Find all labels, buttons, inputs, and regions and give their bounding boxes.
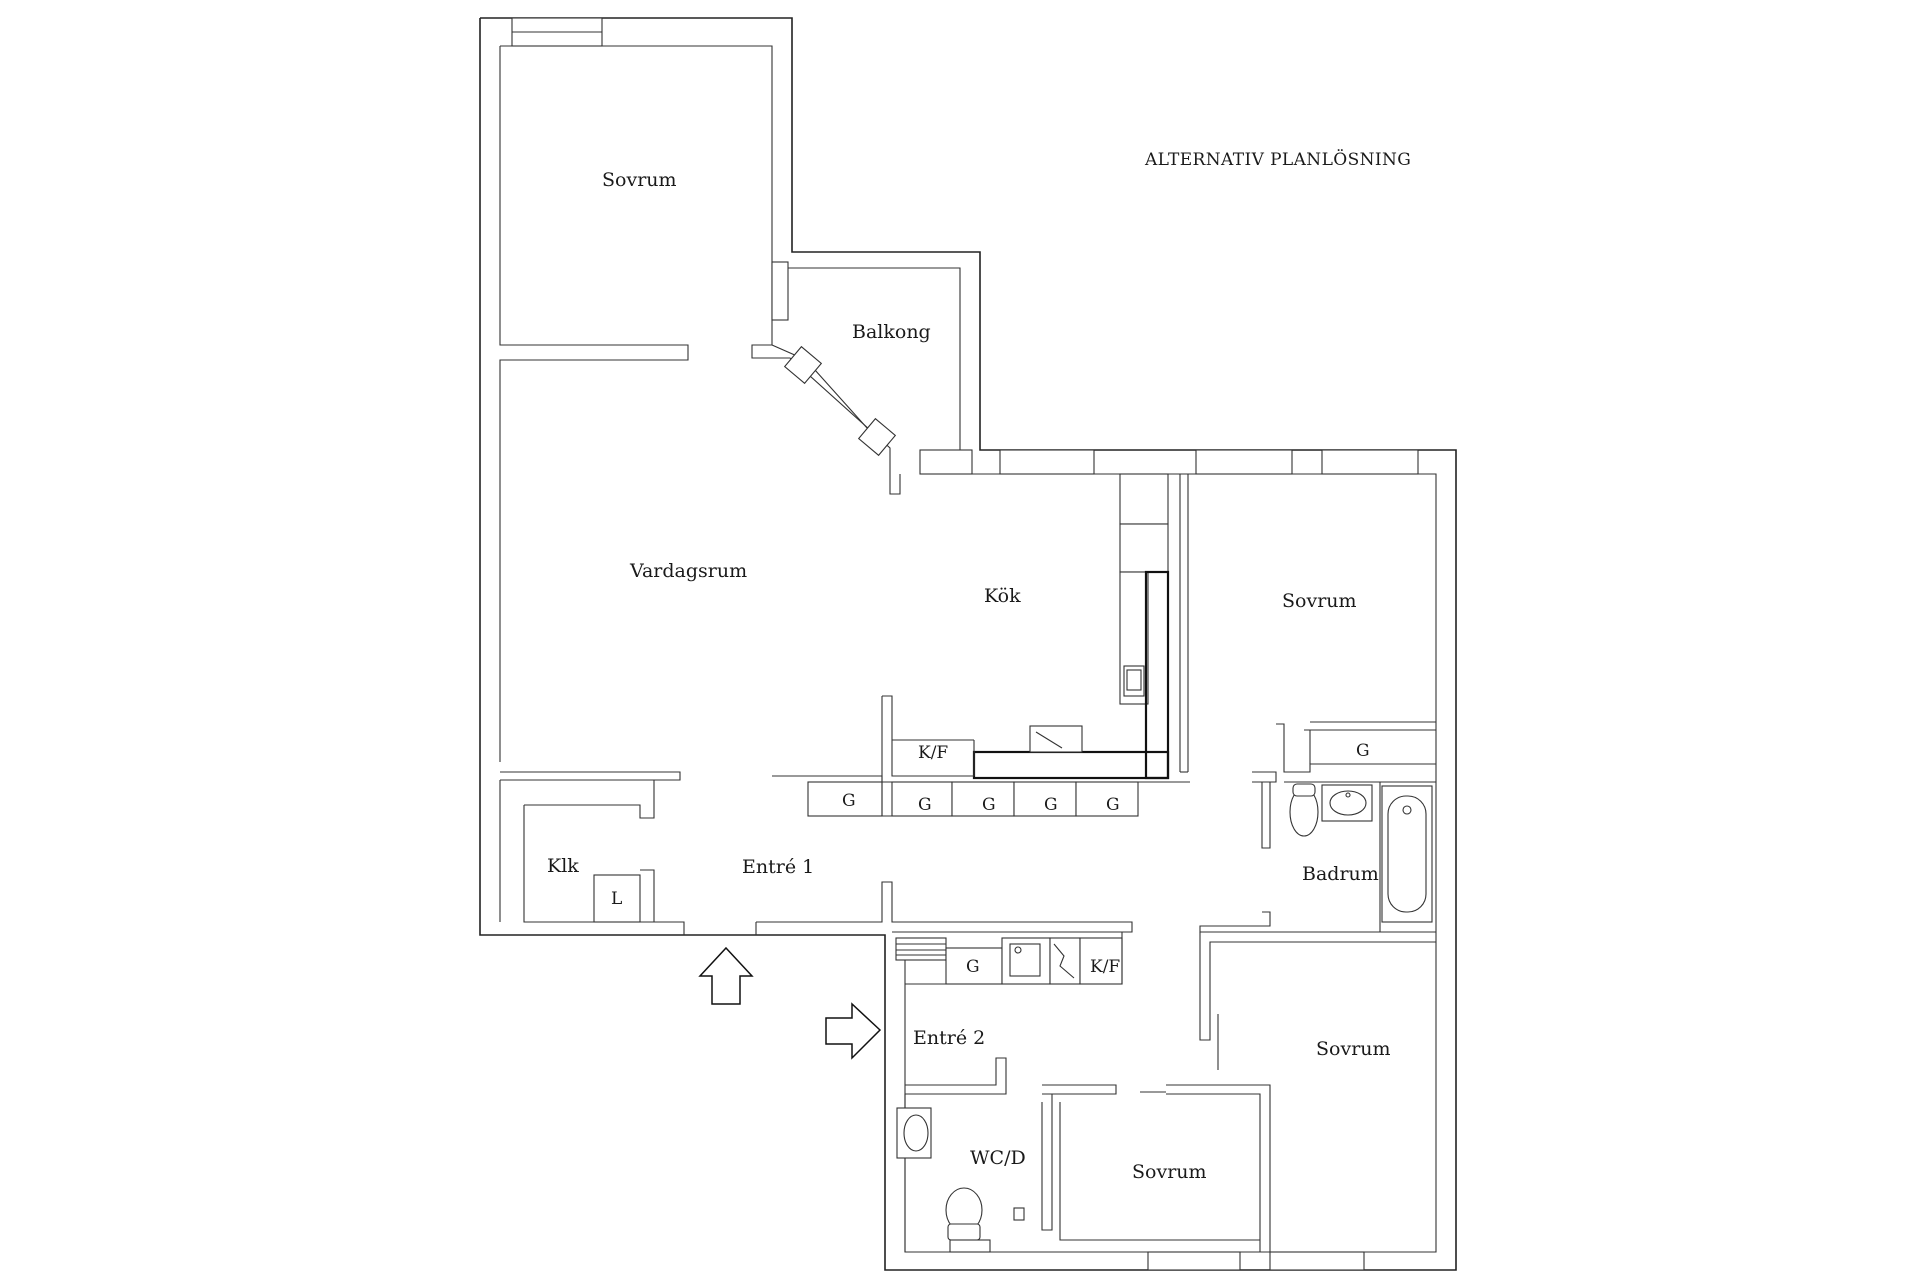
room-label-sovrum-bottom-right: Sovrum <box>1316 1038 1391 1060</box>
room-label-klk: Klk <box>547 855 579 877</box>
outer-walls <box>479 17 1457 1271</box>
room-label-badrum: Badrum <box>1302 863 1379 885</box>
interior-walls <box>499 261 1436 1271</box>
plan-title: ALTERNATIV PLANLÖSNING <box>1144 149 1411 170</box>
room-label-sovrum-bottom: Sovrum <box>1132 1161 1207 1183</box>
room-label-sovrum-top: Sovrum <box>602 169 677 191</box>
room-label-kok: Kök <box>984 585 1021 607</box>
fixture-label-g1: G <box>842 791 856 811</box>
room-label-balkong: Balkong <box>852 321 931 343</box>
entrance-arrow-right-icon <box>825 1002 882 1060</box>
fixture-label-l-klk: L <box>611 889 622 909</box>
entrance-arrow-up-icon <box>698 946 754 1005</box>
room-label-sovrum-right: Sovrum <box>1282 590 1357 612</box>
fixture-label-kf-entre2: K/F <box>1090 957 1120 977</box>
entrance-arrows <box>698 946 882 1060</box>
room-label-entre2: Entré 2 <box>913 1027 985 1049</box>
fixture-label-g-entre2: G <box>966 957 980 977</box>
room-label-entre1: Entré 1 <box>742 856 814 878</box>
fixture-label-g-sovrum: G <box>1356 741 1370 761</box>
room-label-vardagsrum: Vardagsrum <box>629 560 747 582</box>
fixture-label-g4: G <box>1044 795 1058 815</box>
fixture-label-g2: G <box>918 795 932 815</box>
room-label-wcd: WC/D <box>970 1147 1026 1169</box>
fixture-label-g3: G <box>982 795 996 815</box>
fixture-label-kf-kitchen: K/F <box>918 743 948 763</box>
fixture-label-g5: G <box>1106 795 1120 815</box>
